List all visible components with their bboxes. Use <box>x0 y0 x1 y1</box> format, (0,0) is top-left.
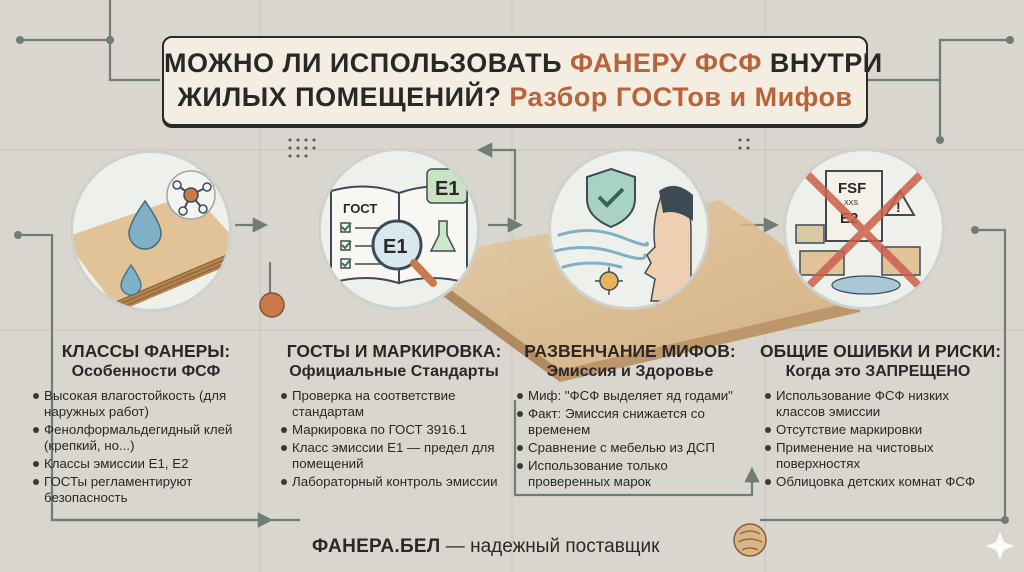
list-item: Фенолформальдегидный клей (крепкий, но..… <box>33 422 264 454</box>
bullet-list: Высокая влагостойкость (для наружных раб… <box>28 388 264 506</box>
title-text: МОЖНО ЛИ ИСПОЛЬЗОВАТЬ <box>164 48 570 78</box>
crossed-room-icon: FSF XXS E2 ! <box>783 148 945 310</box>
svg-text:!: ! <box>896 199 901 215</box>
shield-person-icon <box>548 148 710 310</box>
plywood-drop-icon <box>70 150 232 312</box>
subtitle-highlight: Разбор ГОСТов и Мифов <box>509 82 853 112</box>
list-item: Высокая влагостойкость (для наружных раб… <box>33 388 264 420</box>
list-item: Использование ФСФ низких классов эмиссии <box>765 388 996 420</box>
section-plywood-classes: КЛАССЫ ФАНЕРЫ: Особенности ФСФ Высокая в… <box>28 340 264 508</box>
section-subtitle: Официальные Стандарты <box>289 363 499 380</box>
bullet-list: Проверка на соответствие стандартам Марк… <box>276 388 512 490</box>
section-subtitle: Эмиссия и Здоровье <box>546 363 714 380</box>
bullet-list: Миф: "ФСФ выделяет яд годами" Факт: Эмис… <box>512 388 748 490</box>
section-subtitle: Когда это ЗАПРЕЩЕНО <box>785 363 971 380</box>
xxs-label: XXS <box>844 200 858 207</box>
footer-text: — надежный поставщик <box>440 536 660 557</box>
list-item: Миф: "ФСФ выделяет яд годами" <box>517 388 748 404</box>
title-banner: МОЖНО ЛИ ИСПОЛЬЗОВАТЬ ФАНЕРУ ФСФ ВНУТРИ … <box>162 36 882 126</box>
list-item: Маркировка по ГОСТ 3916.1 <box>281 422 512 438</box>
footer-brand: ФАНЕРА.БЕЛ <box>312 536 441 557</box>
bullet-list: Использование ФСФ низких классов эмиссии… <box>760 388 996 490</box>
section-title: ГОСТЫ И МАРКИРОВКА: <box>286 341 502 361</box>
gost-book-magnifier-icon: ГОСТ E1 E1 <box>318 148 480 310</box>
gost-label: ГОСТ <box>343 201 377 216</box>
list-item: Облицовка детских комнат ФСФ <box>765 474 996 490</box>
list-item: Лабораторный контроль эмиссии <box>281 474 512 490</box>
title-line-1: МОЖНО ЛИ ИСПОЛЬЗОВАТЬ ФАНЕРУ ФСФ ВНУТРИ <box>164 48 882 79</box>
list-item: Классы эмиссии Е1, Е2 <box>33 456 264 472</box>
title-highlight: ФАНЕРУ ФСФ <box>569 48 762 78</box>
section-risks: ОБЩИЕ ОШИБКИ И РИСКИ: Когда это ЗАПРЕЩЕН… <box>760 340 1002 492</box>
section-myths: РАЗВЕНЧАНИЕ МИФОВ: Эмиссия и Здоровье Ми… <box>512 340 748 492</box>
list-item: Отсутствие маркировки <box>765 422 996 438</box>
list-item: Сравнение с мебелью из ДСП <box>517 440 748 456</box>
section-gost-marking: ГОСТЫ И МАРКИРОВКА: Официальные Стандарт… <box>276 340 512 492</box>
list-item: Класс эмиссии Е1 — предел для помещений <box>281 440 512 472</box>
section-title: КЛАССЫ ФАНЕРЫ: <box>61 341 231 361</box>
fsf-label: FSF <box>838 180 866 197</box>
title-text: ВНУТРИ <box>761 48 883 78</box>
list-item: Проверка на соответствие стандартам <box>281 388 512 420</box>
e1-lens-text: E1 <box>383 236 407 258</box>
section-title: РАЗВЕНЧАНИЕ МИФОВ: <box>524 341 736 361</box>
list-item: Применение на чистовых поверхностях <box>765 440 996 472</box>
footer-tagline: ФАНЕРА.БЕЛ — надежный поставщик <box>312 536 659 558</box>
title-line-2: ЖИЛЫХ ПОМЕЩЕНИЙ? Разбор ГОСТов и Мифов <box>164 82 866 113</box>
section-title: ОБЩИЕ ОШИБКИ И РИСКИ: <box>760 341 1002 361</box>
e1-badge-text: E1 <box>435 178 459 200</box>
title-text: ЖИЛЫХ ПОМЕЩЕНИЙ? <box>177 82 510 112</box>
list-item: ГОСТы регламентируют безопасность <box>33 474 264 506</box>
list-item: Факт: Эмиссия снижается со временем <box>517 406 748 438</box>
section-subtitle: Особенности ФСФ <box>71 363 221 380</box>
list-item: Использование только проверенных марок <box>517 458 748 490</box>
